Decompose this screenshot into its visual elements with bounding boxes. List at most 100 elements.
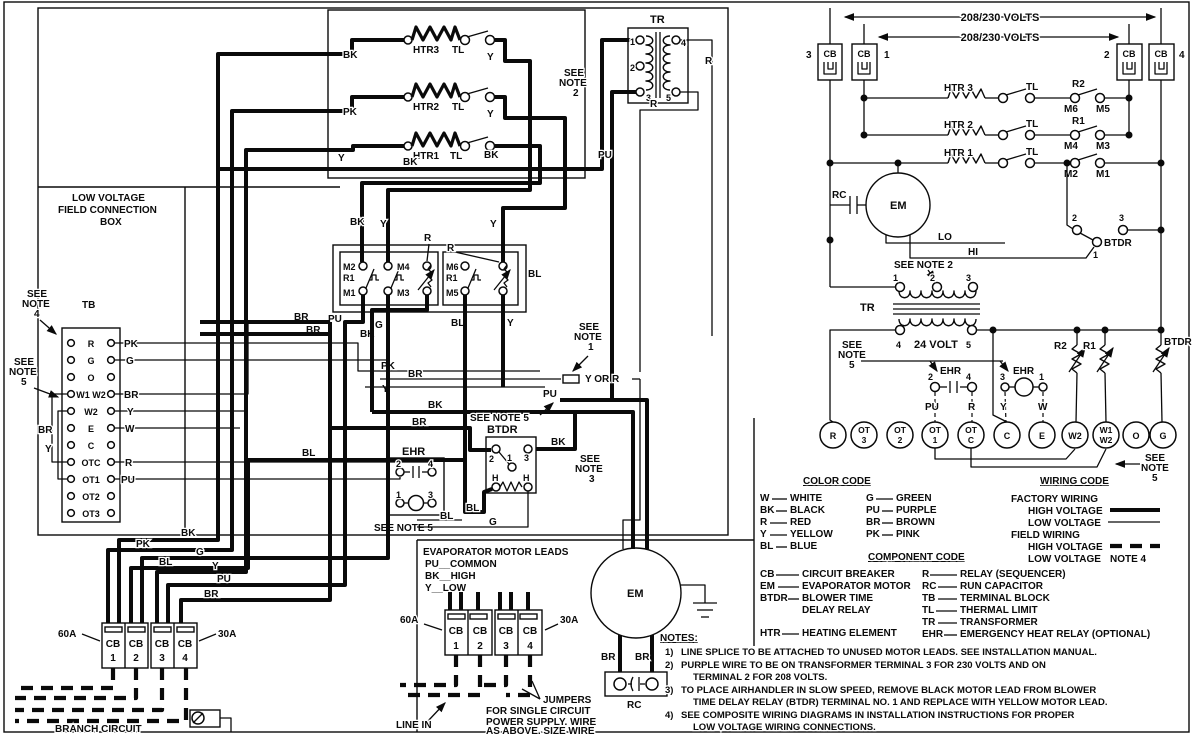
comp-tr-k: TR [922,617,936,628]
wire-bl-run: BL [302,448,315,459]
mid-cb4-num: 4 [527,641,533,652]
heater-bottom-wire: BK [403,157,418,168]
htr3-label: HTR3 [413,45,440,56]
see-note-2-top-l3: 2 [573,88,579,99]
htr3-right-wire: Y [487,52,494,63]
installation-notes: NOTES: 1) LINE SPLICE TO BE ATTACHED TO … [659,632,1109,734]
mid-cb-60a: 60A [400,615,418,626]
comp-em-k: EM [760,581,775,592]
btdr-right-t2: 2 [1072,213,1077,223]
relay-wire-y-bot: Y [507,318,514,329]
comp-r-k: R [922,569,930,580]
see-note-5-ehr: SEE NOTE 5 [374,523,433,534]
bundle-wire-y: Y [212,561,219,572]
note1-line1: LINE SPLICE TO BE ATTACHED TO UNUSED MOT… [681,647,1097,658]
cc-y-v: YELLOW [790,529,833,540]
jumpers-l2: FOR SINGLE CIRCUIT [486,706,590,717]
htr3-left-wire: BK [343,50,358,61]
coil-btdr-label: BTDR [1164,337,1193,348]
terminal-o: O [1132,431,1139,441]
btdr-right-t1: 1 [1093,250,1098,260]
notes-title: NOTES: [660,633,698,644]
rc-left-label: RC [627,700,641,711]
wire-pu-mid: PU [543,389,557,400]
tr-top-t3: 3 [646,93,651,103]
cc-pk-k: PK [866,529,881,540]
comp-btdr-v2: DELAY RELAY [802,605,871,616]
see-note-5-br-l1: SEE [1145,453,1165,464]
see-note-1-l3: 1 [588,342,594,353]
tb-row-ot3: OT3 [82,509,100,519]
relay-m1: M1 [343,288,356,298]
wc-hv: HIGH VOLTAGE [1028,506,1103,517]
color-code-leaders [770,498,893,548]
htr1-label: HTR1 [413,151,440,162]
ehr-left-t2: 2 [396,459,401,469]
comp-tr-v: TRANSFORMER [960,617,1039,628]
comp-btdr-k: BTDR [760,593,789,604]
see-note-5-l3: 5 [21,377,27,388]
terminal-ot2-l2: 2 [898,435,903,445]
em-wire-br2: BR [635,652,650,663]
cc-bk-v: BLACK [790,505,826,516]
tb-wire-pu: PU [121,475,135,486]
enclosure-borders [3,1,1190,733]
terminal-e: E [1039,431,1045,441]
tr-top-t2: 2 [630,63,635,73]
cc-r-k: R [760,517,768,528]
cc-g-k: G [866,493,874,504]
terminal-w1w2-l2: W2 [1100,435,1113,445]
left-cb4-num: 4 [182,653,188,664]
tr-right-s5: 5 [966,340,971,350]
mid-cb1-num: 1 [453,641,459,652]
tr-right-s4: 4 [896,340,901,350]
ehr-contact-label: EHR [940,366,962,377]
rung1-tl: TL [1026,82,1038,93]
bundle-wire-br: BR [204,589,219,600]
field-power-wire-bundle: BK PK G BL Y PU BR [106,52,390,623]
relay-r1-right: R1 [446,273,458,283]
note2-num: 2) [665,660,673,671]
cc-bl-v: BLUE [790,541,818,552]
left-cb1-label: CB [106,639,120,650]
comp-htr-v: HEATING ELEMENT [802,628,897,639]
rung2-relay: R1 [1072,116,1085,127]
cb-num-2: 2 [1104,50,1110,61]
terminal-w1w2-l1: W1 [1100,425,1113,435]
transformer-top: TR 1 2 3 4 5 R R PU SEE NOTE 2 [558,13,714,400]
see-note-5-br-l2: NOTE [1141,463,1169,474]
ehr-left-t3: 3 [428,490,433,500]
coil-r2-label: R2 [1054,341,1067,352]
note4-line1: SEE COMPOSITE WIRING DIAGRAMS IN INSTALL… [681,710,1075,721]
see-note-5-l1: SEE [14,357,34,368]
btdr-left-t3: 3 [524,453,529,463]
cc-y-k: Y [760,529,767,540]
see-note-3-l1: SEE [580,454,600,465]
tb-row-r: R [88,339,95,349]
rung2-mr: M3 [1096,141,1110,152]
left-circuit-breakers: 60A 30A CB CB CB CB 1 2 3 4 BRANCH CIRCU… [15,622,238,734]
bundle-wire-pk: PK [136,539,151,550]
see-note-2-top-l1: SEE [564,68,584,79]
bundle-wire-g: G [196,547,204,558]
rung2-htr: HTR 2 [944,120,973,131]
relay-wire-y-top2: Y [490,219,497,230]
ehr-coil-label: EHR [1013,366,1035,377]
btdr-wire-g: G [489,517,497,528]
rung1-relay: R2 [1072,79,1085,90]
tr-top-title: TR [650,14,665,26]
em-left-label: EM [627,588,644,600]
left-cb3-label: CB [155,639,169,650]
wire-br-3: BR [408,369,423,380]
tb-wire-br: BR [124,390,139,401]
see-note-5-mid: SEE NOTE 5 [470,413,529,424]
see-note-4-l1: SEE [27,289,47,300]
thermostat-terminals: R OT 3 OT 2 OT 1 OT C C E W2 W1 W2 O G [819,421,1177,449]
color-code-title: COLOR CODE [803,476,871,487]
htr1-right-wire: BK [484,150,499,161]
component-code-legend: COMPONENT CODE CB CIRCUIT BREAKER EM EVA… [759,551,1152,642]
relay-wire-g: G [375,320,383,331]
ehr-left-t4: 4 [428,459,433,469]
btdr-wire-bl1: BL [466,503,479,514]
